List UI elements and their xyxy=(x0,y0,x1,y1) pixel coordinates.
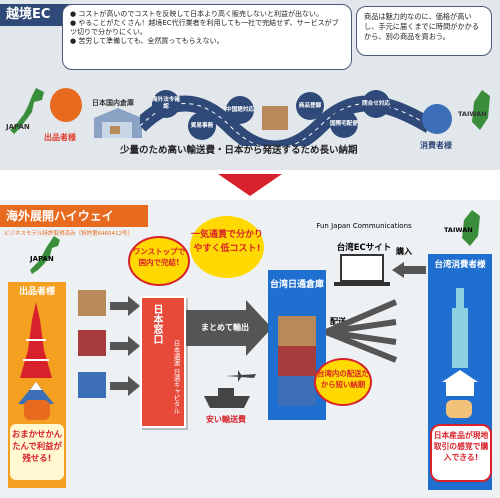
short-delivery-bubble: 台湾内の配送だから短い納期 xyxy=(314,358,372,406)
taiwan-label-bottom: TAIWAN xyxy=(444,226,473,234)
purchase-arrow-icon xyxy=(392,262,426,278)
concern-2: ● やることがたくさん！越境EC代行業者を利用しても一社で完結せず、サービスがブ… xyxy=(70,19,339,36)
airplane-icon xyxy=(226,370,256,382)
laptop-icon xyxy=(340,254,384,282)
step-intl-courier: 国際宅配便 xyxy=(330,110,358,138)
japan-window-label: 日本窓口 xyxy=(151,304,162,344)
purchase-label: 購入 xyxy=(396,247,412,256)
taiwan-map-icon xyxy=(472,90,490,130)
step-chinese-support: 中国語対応 xyxy=(226,96,254,124)
ship-icon xyxy=(204,388,250,408)
step-trade-admin: 貿易事務 xyxy=(188,112,216,140)
stacked-package-brown xyxy=(278,316,316,346)
japan-map-icon xyxy=(10,88,44,134)
package-red xyxy=(78,330,106,356)
low-cost-bubble: 一気通貫で分かりやすく低コスト! xyxy=(190,216,264,278)
memorial-hall-icon xyxy=(442,370,478,396)
japan-window-sub: 日本通運 日通キャピタル xyxy=(172,340,180,414)
japan-map-small-icon xyxy=(30,236,60,274)
warehouse-icon xyxy=(94,108,142,138)
stacked-package-red xyxy=(278,346,316,376)
consumer-concern-bubble: 商品は魅力的なのに、価格が高いし、手元に届くまでに時間がかかるから、別の商品を買… xyxy=(356,6,492,56)
cheap-shipping-label: 安い輸送費 xyxy=(206,415,246,424)
seller-avatar xyxy=(50,88,82,122)
japan-label-bottom: JAPAN xyxy=(30,255,54,263)
taiwan-consumer-label: 台湾消費者様 xyxy=(434,260,486,270)
bulk-export-arrow xyxy=(186,300,272,356)
japan-window xyxy=(140,296,186,428)
stacked-package-blue xyxy=(278,376,316,406)
warehouse-label: 日本国内倉庫 xyxy=(92,99,134,107)
arrows-to-window-icon xyxy=(110,296,140,396)
bottom-title: 海外展開ハイウェイ xyxy=(0,205,148,227)
concern-3: ● 苦労して準備しても、全然買ってもらえない。 xyxy=(70,37,224,45)
mount-fuji-icon xyxy=(18,382,54,404)
top-caption: 少量のため高い輸送費・日本から発送するため長い納期 xyxy=(120,145,358,156)
taiwan-label: TAIWAN xyxy=(458,110,487,118)
seller-label-bottom: 出品者様 xyxy=(18,287,55,297)
consumer-label: 消費者様 xyxy=(420,141,452,150)
ec-site-label: 台湾ECサイト xyxy=(336,243,392,253)
step-inquiry-support: 問合せ対応 xyxy=(362,90,390,118)
seller-concerns-bubble: ● コストが高いのでコストを反映して日本より高く販売しないと利益が出ない。 ● … xyxy=(62,4,352,70)
concern-1: ● コストが高いのでコストを反映して日本より高く販売しないと利益が出ない。 xyxy=(70,10,323,18)
fun-japan-label: Fun Japan Communications xyxy=(316,222,412,230)
seller-figure xyxy=(24,400,50,420)
japan-label: JAPAN xyxy=(6,123,30,131)
package-brown xyxy=(78,290,106,316)
tokyo-tower-icon xyxy=(20,302,52,378)
bulk-export-label: まとめて輸出 xyxy=(201,323,249,332)
package-icon xyxy=(262,106,288,130)
laptop-base xyxy=(334,282,390,286)
arrow-down-icon xyxy=(218,174,282,196)
local-feel-note: 日本産品が現地取引の感覚で購入できる! xyxy=(430,424,492,482)
taiwan-warehouse-label: 台湾日通倉庫 xyxy=(269,280,324,290)
package-blue xyxy=(78,372,106,398)
step-legal-check: 海外法令確認 xyxy=(152,90,180,118)
one-stop-bubble: ワンストップで国内で完結! xyxy=(128,236,190,286)
delivery-arrows-icon xyxy=(326,299,398,363)
consumer-figure xyxy=(446,400,472,418)
taipei-101-icon xyxy=(452,288,468,368)
easy-note: おまかせかんたんで利益が残せる! xyxy=(10,424,64,480)
seller-label: 出品者様 xyxy=(44,133,76,142)
delivery-label: 配送 xyxy=(330,317,346,326)
taiwan-map-small-icon xyxy=(462,210,480,246)
step-product-registration: 商品登録 xyxy=(296,92,324,120)
consumer-avatar xyxy=(422,104,452,134)
patent-note: ビジネスモデル特許取得済み（特許第6460412号） xyxy=(4,231,133,237)
